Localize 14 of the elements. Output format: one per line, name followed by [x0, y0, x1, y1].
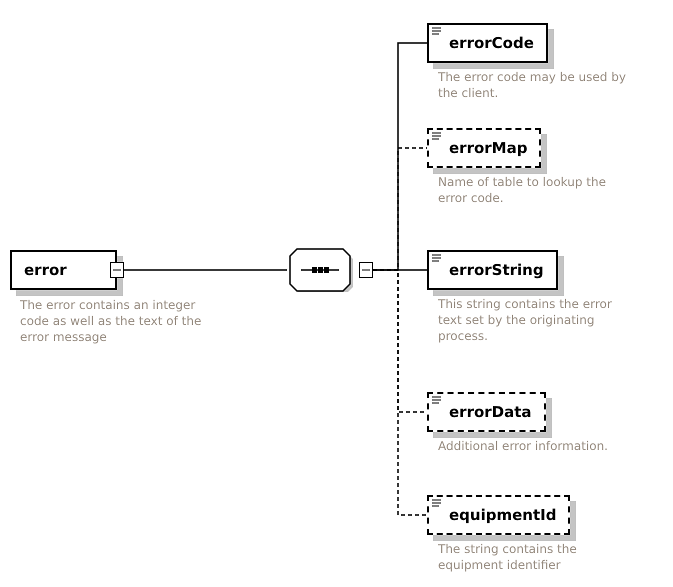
element-name: errorData — [449, 403, 532, 421]
description-text: The error code may be used by the client. — [438, 69, 627, 101]
element-name: errorString — [449, 261, 544, 279]
element-name: errorCode — [449, 34, 534, 52]
description-text: The error contains an integer code as well as the text of the error message — [20, 297, 202, 345]
description-text: Additional error information. — [438, 438, 609, 454]
element-name: errorMap — [449, 139, 528, 157]
description-text: This string contains the error text set by the originating process. — [438, 296, 613, 344]
description-text: The string contains the equipment identifier — [438, 541, 578, 573]
description-text: Name of table to lookup the error code. — [438, 174, 607, 206]
connector-line — [373, 269, 427, 271]
connector-line — [124, 269, 287, 271]
element-name: error — [24, 261, 67, 279]
element-name: equipmentId — [449, 506, 556, 524]
